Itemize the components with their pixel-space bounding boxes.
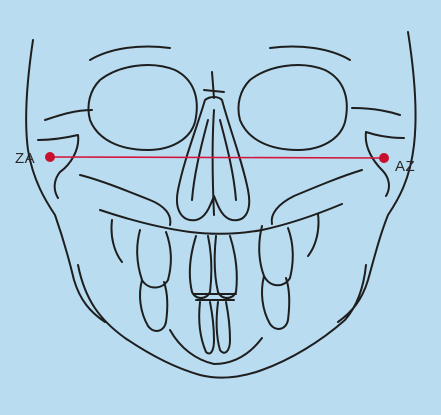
tooth-left-2 — [139, 279, 169, 332]
landmark-label-left: ZA — [15, 150, 36, 167]
maxilla-left — [79, 174, 172, 226]
nasal-bone — [203, 71, 225, 99]
tooth-left-1 — [136, 229, 172, 289]
skull-left-contour — [25, 39, 106, 323]
lower-incisor-right — [215, 301, 231, 354]
tooth-right-3 — [307, 213, 320, 257]
mandible-outline — [77, 264, 367, 379]
skull-right-contour — [337, 31, 417, 323]
nasal-cavity — [176, 96, 251, 222]
nasal-inner-left — [191, 119, 209, 201]
incisor-occlusal-line — [193, 293, 237, 301]
landmark-label-right: AZ — [395, 158, 416, 175]
tooth-left-3 — [110, 219, 123, 263]
bizygomatic-width-line — [49, 156, 385, 159]
nasal-septum — [211, 109, 215, 216]
maxilla-arch — [99, 203, 343, 235]
landmark-az-dot — [379, 153, 389, 163]
incisor-left — [188, 235, 213, 299]
landmark-za-dot — [45, 152, 55, 162]
tooth-right-1 — [258, 225, 294, 287]
left-orbit — [87, 64, 198, 151]
right-orbit — [237, 64, 348, 151]
frontal-line-left — [89, 45, 171, 61]
frontal-line-right — [269, 45, 351, 61]
maxilla-right — [270, 169, 363, 225]
chin-line — [169, 329, 263, 365]
tooth-right-2 — [261, 275, 291, 330]
zygomatic-right — [351, 107, 405, 197]
incisor-right — [213, 235, 238, 299]
nasal-inner-right — [219, 119, 237, 201]
lower-incisor-left — [198, 301, 215, 355]
